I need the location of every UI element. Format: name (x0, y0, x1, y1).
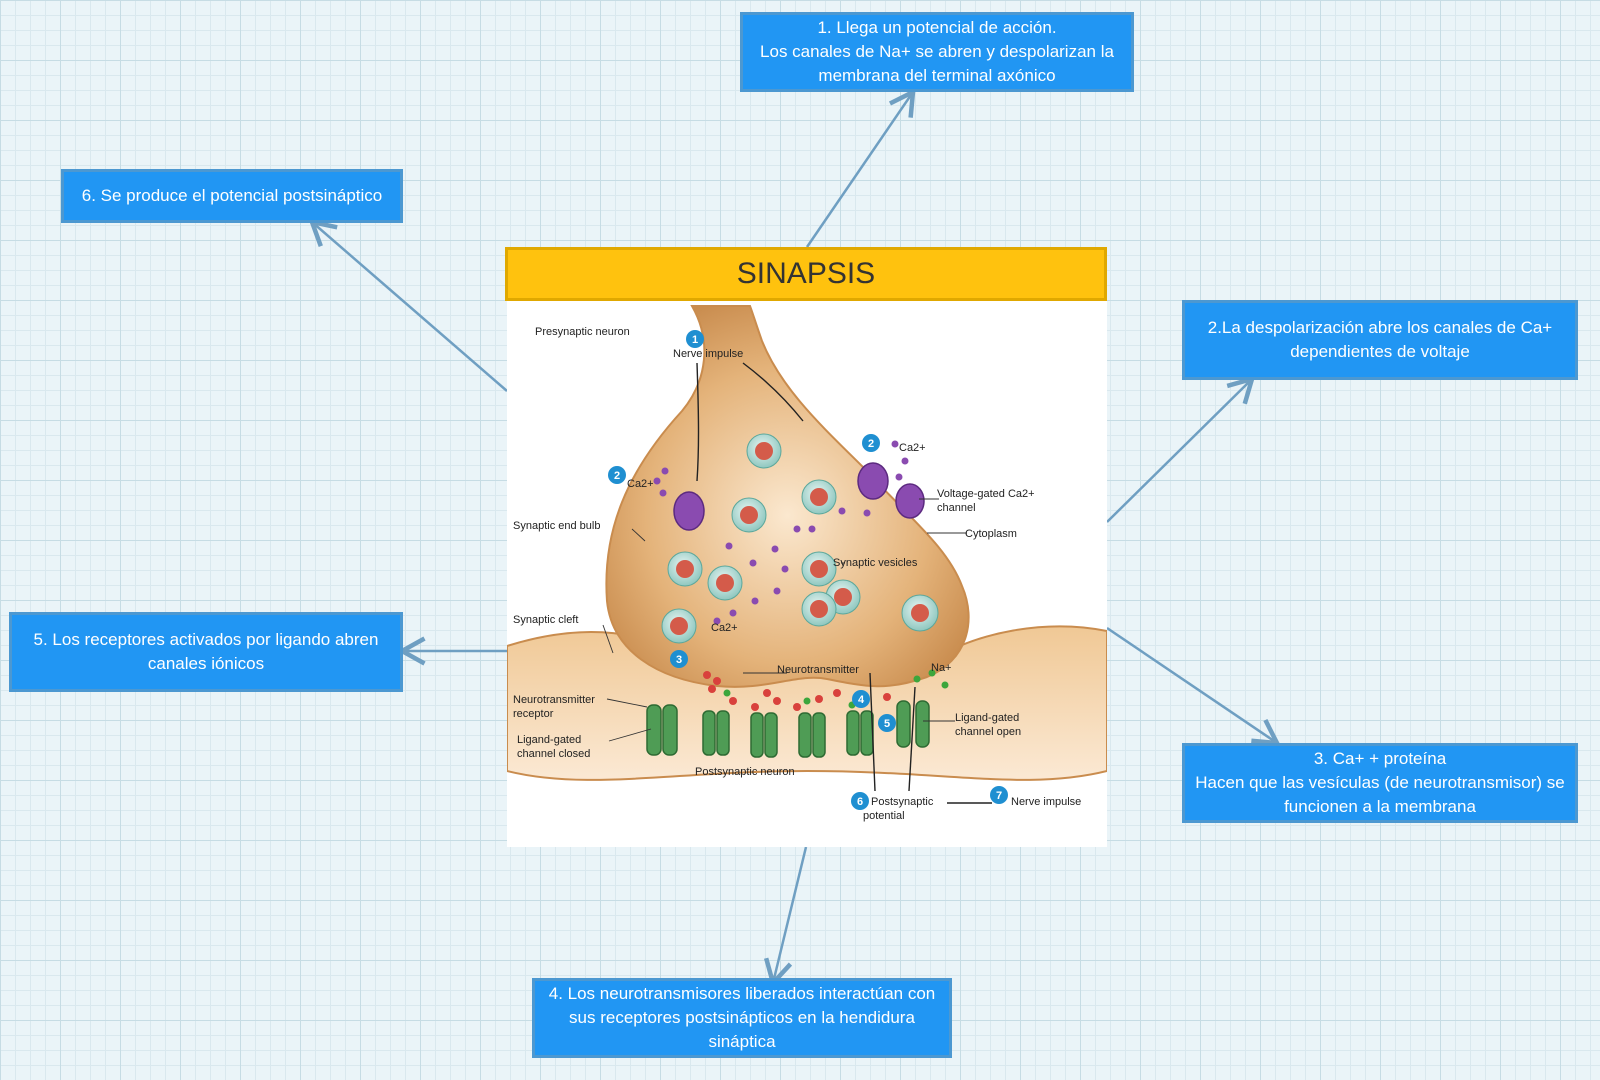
step-5-node[interactable]: 5. Los receptores activados por ligando … (9, 612, 403, 692)
label-postsynaptic-potential-1: Postsynaptic (871, 796, 934, 808)
label-ca-mid: Ca2+ (711, 622, 738, 634)
label-nt-receptor-2: receptor (513, 708, 554, 720)
synaptic-vesicles (661, 433, 939, 644)
step-2-node[interactable]: 2.La despolarización abre los canales de… (1182, 300, 1578, 380)
synapse-illustration: 1 2 2 3 4 5 6 7 Pres (507, 301, 1107, 847)
label-ligand-open-2: channel open (955, 726, 1021, 738)
calcium-ions (653, 440, 909, 625)
presynaptic-terminal (605, 305, 970, 688)
label-ca-left: Ca2+ (627, 478, 654, 490)
badge-3: 3 (676, 654, 682, 666)
label-leader-lines (602, 498, 967, 742)
step-3-node[interactable]: 3. Ca+ + proteína Hacen que las vesícula… (1182, 743, 1578, 823)
ligand-gated-channels (646, 700, 930, 758)
connector-to-step-3 (1106, 626, 1281, 746)
voltage-gated-channels (673, 462, 925, 531)
label-nerve-impulse: Nerve impulse (673, 348, 743, 360)
central-topic-title[interactable]: SINAPSIS (505, 247, 1107, 301)
label-ca-right: Ca2+ (899, 442, 926, 454)
label-nt-receptor-1: Neurotransmitter (513, 694, 595, 706)
label-na: Na+ (931, 662, 952, 674)
process-arrows (696, 362, 992, 804)
synapse-drawing: 1 2 2 3 4 5 6 7 Pres (507, 305, 1107, 822)
neurotransmitter-molecules (703, 671, 891, 711)
badge-2-left: 2 (614, 470, 620, 482)
label-voltage-gated: Voltage-gated Ca2+ (937, 488, 1035, 500)
label-postsynaptic-potential-2: potential (863, 810, 905, 822)
label-ligand-closed-1: Ligand-gated (517, 734, 581, 746)
badge-5: 5 (884, 718, 890, 730)
badge-6: 6 (857, 796, 863, 808)
connector-to-step-1 (805, 88, 916, 248)
badge-1: 1 (692, 334, 698, 346)
sodium-ions (723, 669, 949, 709)
step-1-node[interactable]: 1. Llega un potencial de acción. Los can… (740, 12, 1134, 92)
badge-7: 7 (996, 790, 1002, 802)
label-presynaptic-neuron: Presynaptic neuron (535, 326, 630, 338)
label-synaptic-vesicles: Synaptic vesicles (833, 557, 918, 569)
connector-to-step-2 (1106, 375, 1256, 523)
step-4-node[interactable]: 4. Los neurotransmisores liberados inter… (532, 978, 952, 1058)
label-channel: channel (937, 502, 976, 514)
label-neurotransmitter: Neurotransmitter (777, 664, 859, 676)
label-postsynaptic-neuron: Postsynaptic neuron (695, 766, 795, 778)
badge-2-right: 2 (868, 438, 874, 450)
label-synaptic-end-bulb: Synaptic end bulb (513, 520, 600, 532)
step-badges: 1 2 2 3 4 5 6 7 (608, 330, 1008, 810)
label-ligand-open-1: Ligand-gated (955, 712, 1019, 724)
label-synaptic-cleft: Synaptic cleft (513, 614, 578, 626)
connector-to-step-6 (308, 218, 508, 392)
step-6-node[interactable]: 6. Se produce el potencial postsináptico (61, 169, 403, 223)
label-nerve-impulse-out: Nerve impulse (1011, 796, 1081, 808)
label-ligand-closed-2: channel closed (517, 748, 590, 760)
badge-4: 4 (858, 694, 865, 706)
connector-to-step-4 (763, 846, 808, 988)
label-cytoplasm: Cytoplasm (965, 528, 1017, 540)
